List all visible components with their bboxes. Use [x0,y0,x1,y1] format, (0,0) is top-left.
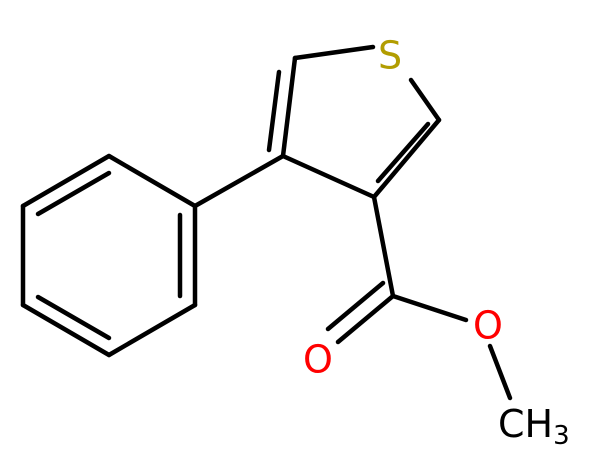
bond-c3-phenyl [192,153,286,209]
bond-c5-s [408,77,442,123]
methyl-subscript: 3 [553,421,570,451]
bond-ph-3-inner [35,294,112,341]
ester-oxygen-label: O [473,304,503,348]
bond-c4-c5-inner [375,121,431,184]
sulfur-label: S [378,34,402,78]
bond-c3-c4 [280,153,377,200]
bond-carbonyl-ester-o [390,293,469,323]
bond-c4-c5 [371,117,442,200]
bond-ph-5-inner [35,170,112,217]
ester-group [325,194,513,401]
thiophene-ring [266,44,442,200]
bond-ph-6 [106,153,198,209]
carbonyl-oxygen-label: O [303,338,333,382]
bond-c2-c3-inner [266,69,282,153]
bond-s-c2 [292,44,376,61]
bond-carbonyl-o-inner [325,280,386,332]
bond-o-methyl [487,343,513,401]
bond-ph-2 [106,302,198,358]
methyl-symbol: CH [498,402,553,446]
bond-c4-carbonyl [371,194,396,299]
phenyl-ring [20,153,286,358]
bond-ph-3 [20,302,112,358]
methyl-label: CH3 [498,402,570,451]
bond-carbonyl-o [335,293,396,345]
bond-ph-5 [20,153,112,209]
bond-c2-c3 [280,55,298,159]
